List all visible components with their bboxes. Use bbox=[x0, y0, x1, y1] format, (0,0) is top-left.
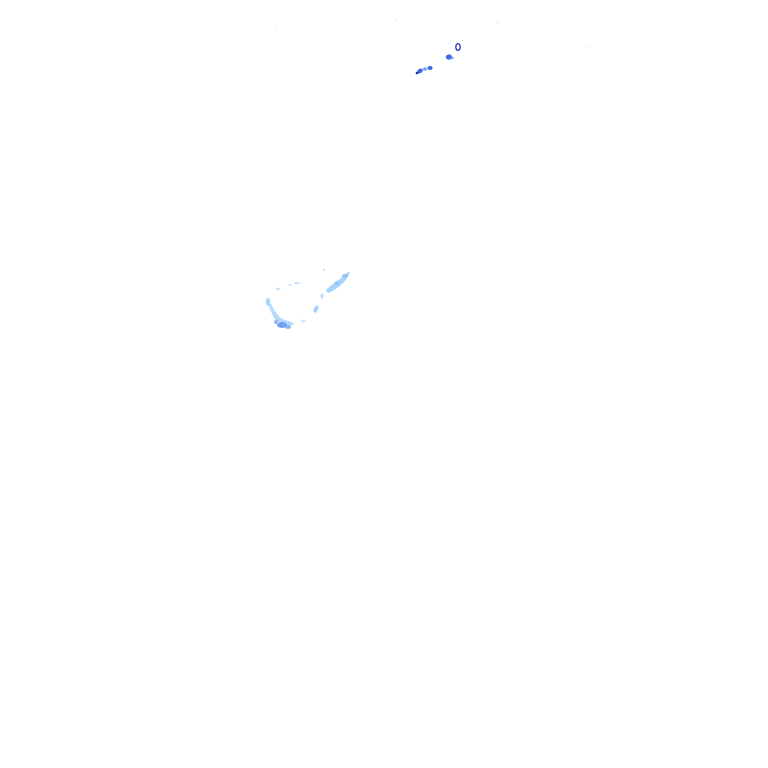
echo-speck bbox=[586, 46, 588, 48]
echo-cell bbox=[275, 287, 281, 291]
echo-speck bbox=[395, 19, 397, 21]
echo-cell bbox=[415, 71, 419, 75]
echo-cell bbox=[285, 325, 291, 329]
echo-cell bbox=[320, 293, 324, 299]
echo-cell bbox=[455, 42, 461, 52]
echo-cell bbox=[274, 319, 278, 325]
echo-cell bbox=[266, 298, 270, 306]
echo-speck bbox=[496, 22, 498, 24]
echo-cell bbox=[322, 269, 326, 271]
echo-cell bbox=[294, 281, 300, 285]
echo-cell bbox=[450, 56, 454, 60]
echo-specks bbox=[275, 19, 588, 48]
echo-cell bbox=[288, 284, 292, 286]
echo-speck bbox=[275, 29, 277, 31]
echo-cluster-north bbox=[415, 42, 461, 75]
echo-cell bbox=[423, 67, 427, 71]
echo-cell bbox=[334, 281, 340, 285]
echo-cell bbox=[300, 319, 306, 323]
echo-cluster-central bbox=[266, 269, 350, 329]
echo-cell bbox=[313, 305, 319, 313]
echo-cell bbox=[417, 68, 423, 74]
echo-cell bbox=[342, 274, 348, 278]
echo-cell bbox=[277, 322, 287, 328]
echo-cell bbox=[266, 299, 294, 326]
echo-cell bbox=[427, 66, 433, 70]
